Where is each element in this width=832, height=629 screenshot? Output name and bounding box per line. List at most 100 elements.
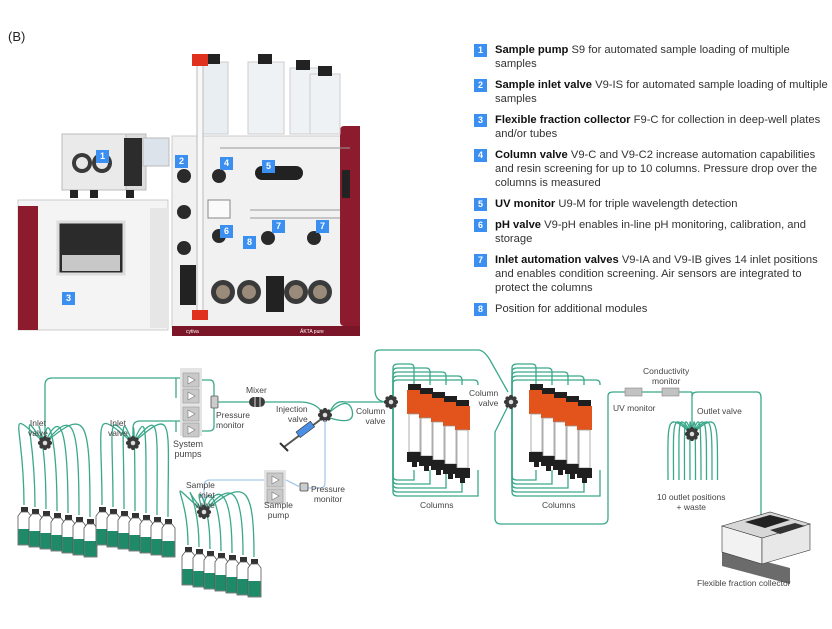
- column-2-cap-top: [578, 400, 591, 408]
- legend-description: V9-IA and V9-IB gives 14 inlet positions…: [495, 254, 818, 294]
- column-2-bottom: [565, 464, 580, 474]
- outlet-position-line: [691, 421, 713, 481]
- fraction-collector-unit: [17, 199, 169, 331]
- column-1-bottom: [443, 464, 458, 474]
- column-2-inlet: [511, 371, 569, 397]
- legend-number-badge: 7: [474, 254, 487, 267]
- system-pump-head-arrow: [187, 425, 196, 435]
- column-2-cap-top: [554, 392, 567, 400]
- sample-cap: [185, 547, 192, 552]
- inlet-2-liquid: [140, 537, 153, 553]
- column-2-body: [578, 429, 591, 469]
- column-2-outlet: [582, 478, 587, 483]
- inlet-valve-2-hub: [130, 440, 136, 446]
- inlet-2-cap: [132, 513, 139, 518]
- brand-akta: ÄKTA pure: [300, 328, 324, 335]
- label-inlet-valve-2: Inlet valve: [108, 418, 128, 438]
- column-1-cap-top: [432, 392, 445, 400]
- instrument-illustration: cytiva ÄKTA pure: [17, 54, 377, 336]
- inlet-2-liquid: [129, 535, 142, 551]
- inlet-2-fan-line: [132, 427, 136, 512]
- sample-liquid: [237, 579, 250, 595]
- column-1-inlet: [392, 371, 447, 397]
- sample-liquid: [248, 581, 261, 597]
- label-mixer: Mixer: [246, 385, 267, 395]
- inlet-1-fan-line: [44, 427, 58, 512]
- column-2-cap-top: [542, 388, 555, 396]
- inlet-2-fan-line: [132, 424, 158, 516]
- inlet-1-fan-line: [38, 425, 47, 510]
- label-sample-inlet-valve: Sample inlet valve: [186, 480, 215, 510]
- sample-cap: [196, 549, 203, 554]
- column-1-top: [455, 406, 470, 430]
- inlet-2-liquid: [151, 539, 164, 555]
- inlet-1-liquid: [84, 541, 97, 557]
- inlet-1-liquid: [62, 537, 75, 553]
- label-injection-valve: Injection valve: [276, 404, 308, 424]
- pressure-monitor-2-icon: [299, 482, 309, 492]
- sample-pump-head-arrow: [271, 475, 280, 485]
- legend-number-badge: 5: [474, 198, 487, 211]
- inlet-1-cap: [76, 517, 83, 522]
- column-2-inlet: [511, 363, 537, 397]
- inlet-2-cap: [121, 511, 128, 516]
- column-2-body: [542, 417, 555, 457]
- label-columns-1: Columns: [420, 500, 454, 510]
- label-sample-pump: Sample pump: [264, 500, 293, 520]
- outlet-waste-line: [691, 391, 762, 525]
- sample-loop: [329, 402, 354, 422]
- column-2-outlet: [546, 466, 551, 471]
- inlet-2-cap: [143, 515, 150, 520]
- legend-description: V9-C and V9-C2 increase automation capab…: [495, 149, 818, 189]
- injection-valve-hub: [322, 412, 328, 418]
- photo-badge-7b: 7: [316, 220, 329, 233]
- column-1-cap-top: [456, 400, 469, 408]
- legend-number-badge: 4: [474, 149, 487, 162]
- inlet-1-liquid: [18, 529, 31, 545]
- column-1-cap-top: [408, 384, 421, 392]
- column-1-inlet: [392, 375, 463, 397]
- inlet-2-liquid: [107, 531, 120, 547]
- inlet-2-fan-line: [111, 424, 134, 508]
- inlet-2-cap: [110, 509, 117, 514]
- legend-number-badge: 3: [474, 114, 487, 127]
- column-1-body: [420, 417, 433, 457]
- column-2-bottom: [541, 456, 556, 466]
- legend-number-badge: 1: [474, 44, 487, 57]
- fraction-collector-base: [722, 550, 790, 584]
- sample-inlet-fan-line: [203, 492, 244, 556]
- column-1-inlet: [392, 379, 479, 397]
- column-2-inlet: [511, 379, 601, 397]
- uv-monitor-icon: [624, 387, 643, 397]
- injection-to-column: [329, 401, 383, 413]
- column-1-top: [431, 398, 446, 422]
- legend-number-badge: 2: [474, 79, 487, 92]
- inlet-1-cap: [21, 507, 28, 512]
- sample-cap: [229, 555, 236, 560]
- column-2-outlet: [558, 470, 563, 475]
- system-pump-head-arrow: [187, 375, 196, 385]
- inlet-2-fan-line: [132, 423, 170, 518]
- sample-feed-line: [305, 420, 326, 489]
- label-outlet-positions: 10 outlet positions + waste: [657, 492, 726, 512]
- inlet-1-cap: [43, 511, 50, 516]
- inlet-1-fan-line: [44, 423, 91, 518]
- inlet-2-fan-line: [122, 425, 134, 510]
- sample-liquid: [193, 571, 206, 587]
- inlet-1-liquid: [51, 535, 64, 551]
- column-2-body: [554, 421, 567, 461]
- inlet-1-fan-line: [44, 424, 80, 516]
- column-2-top: [529, 390, 544, 414]
- column-1-outlet: [448, 474, 453, 479]
- sample-cap: [240, 557, 247, 562]
- photo-badge-6: 6: [220, 225, 233, 238]
- label-fraction-collector: Flexible fraction collector: [697, 578, 791, 588]
- legend-title: Sample inlet valve: [495, 79, 593, 91]
- pressure-monitor-1-icon: [210, 395, 219, 409]
- outlet-position-line: [691, 421, 719, 481]
